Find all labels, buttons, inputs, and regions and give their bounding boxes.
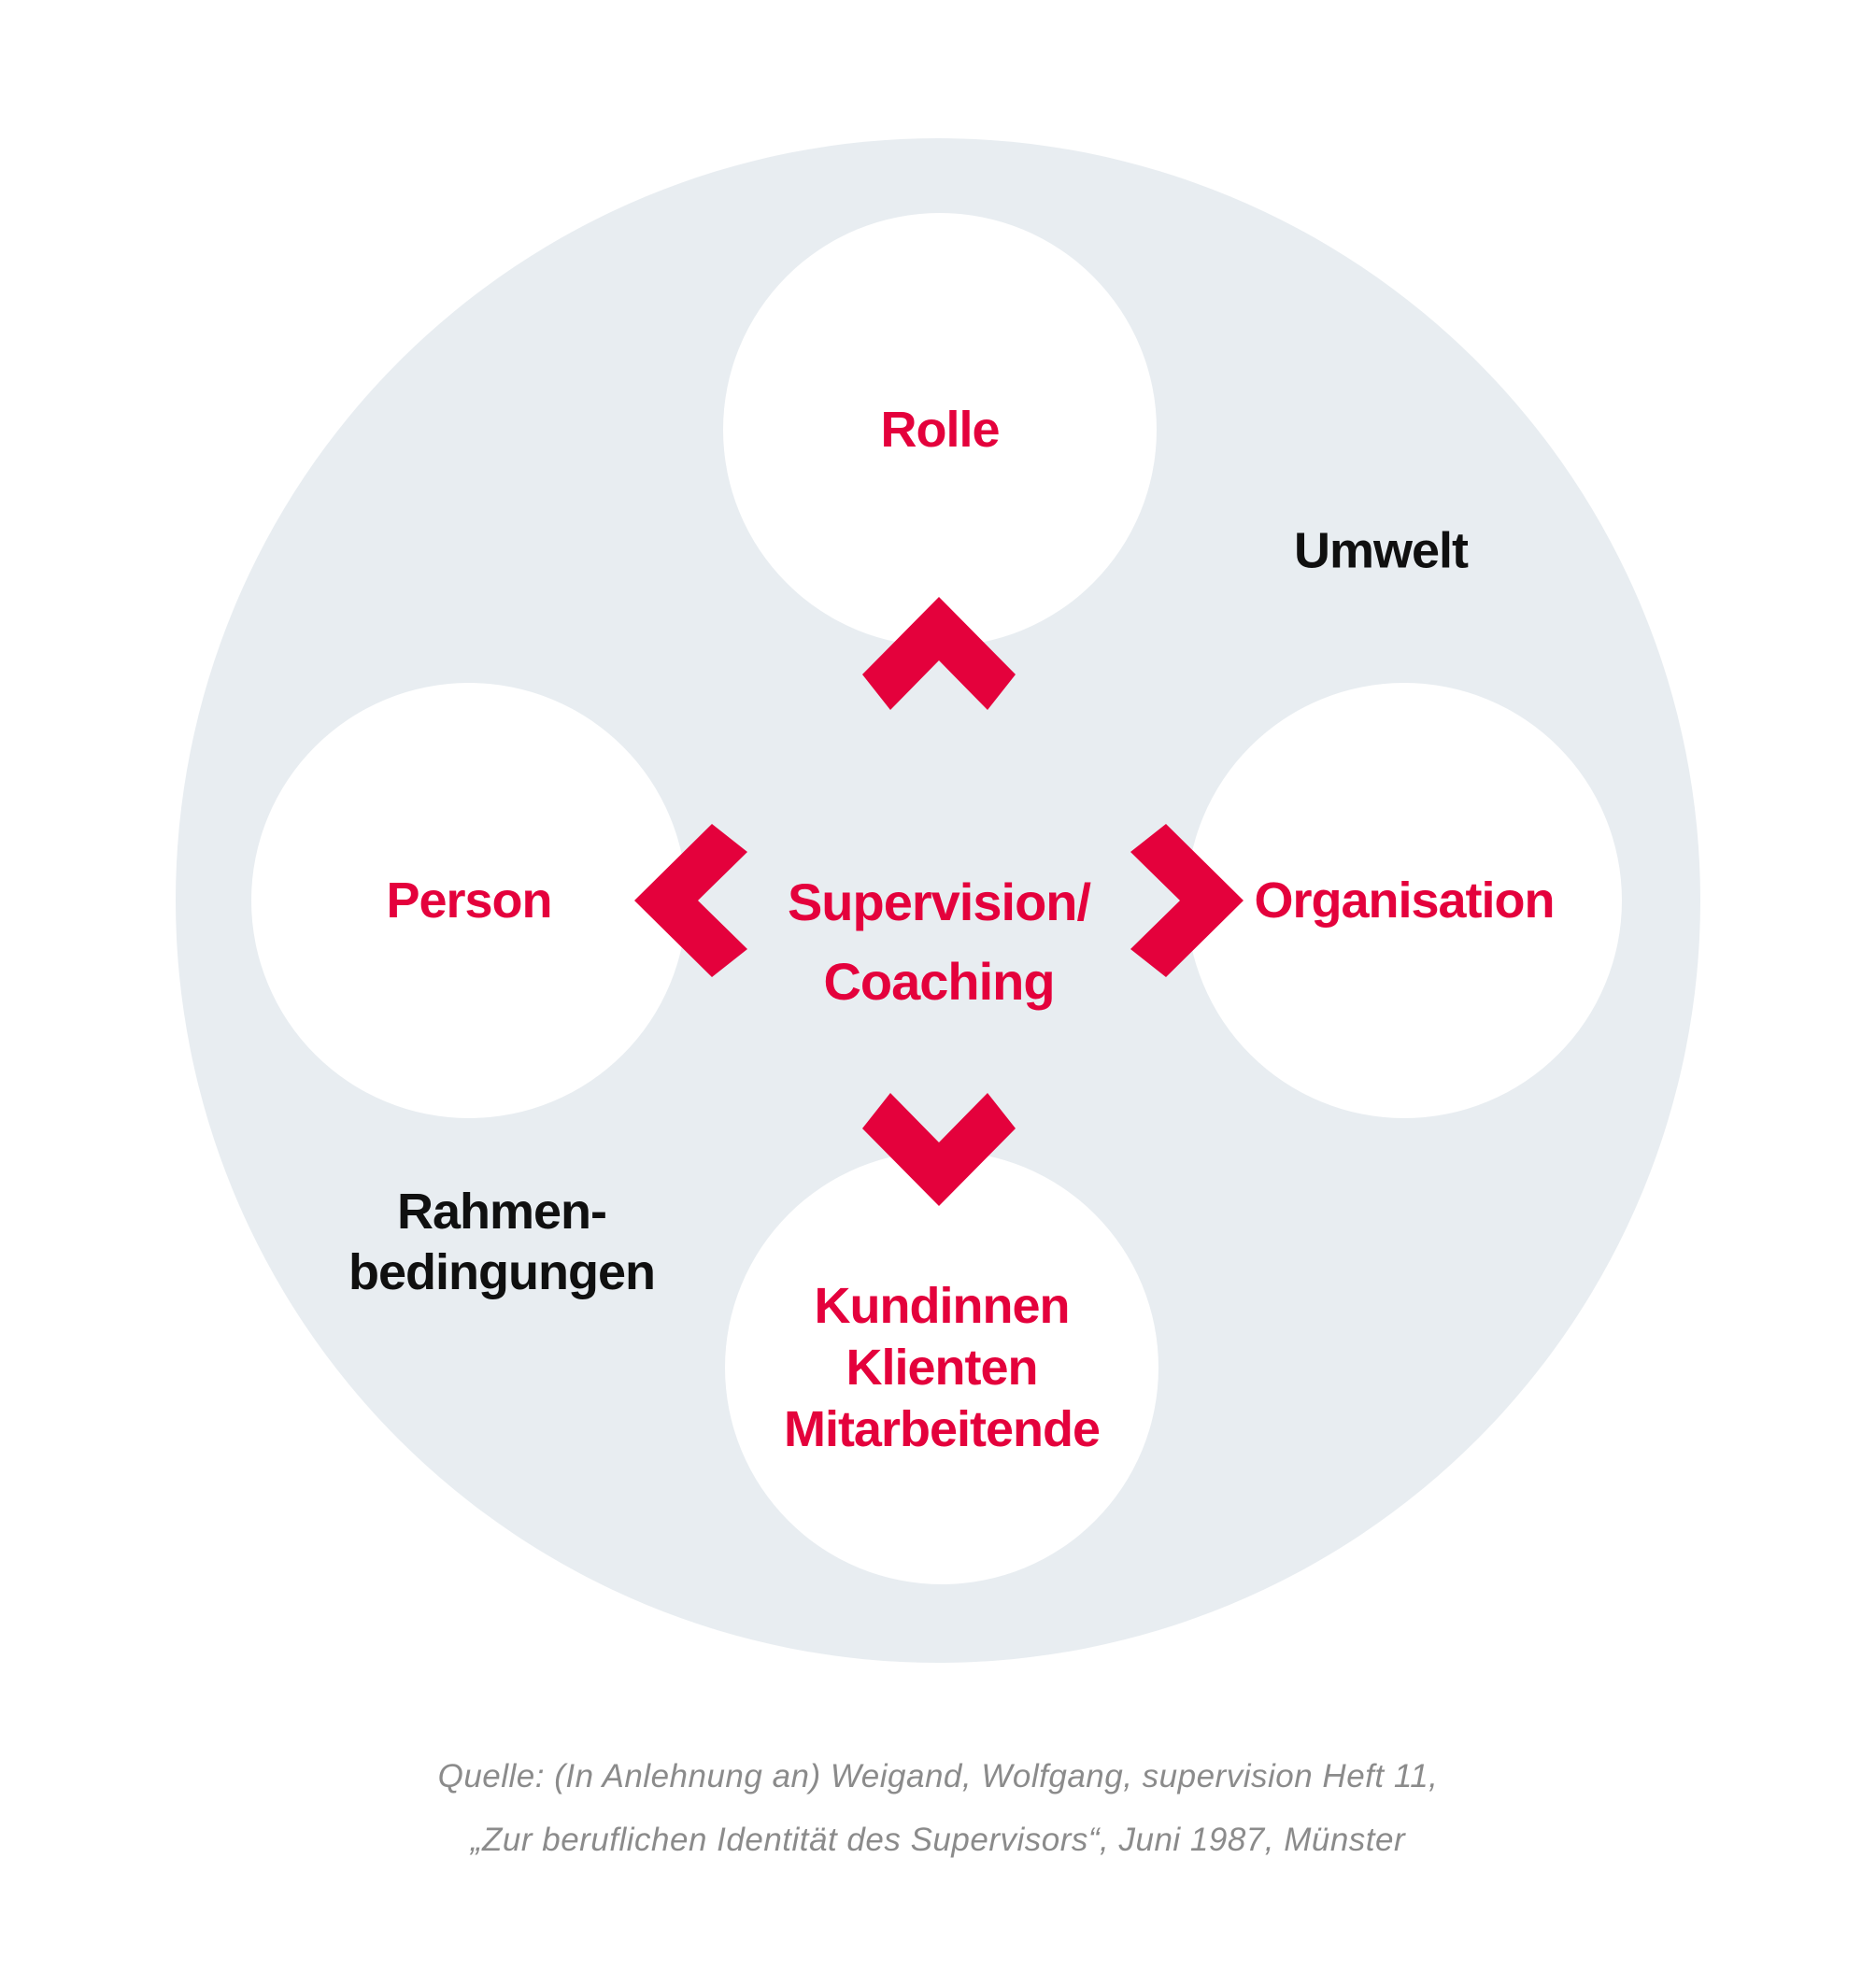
node-rolle: Rolle [723,213,1157,646]
center-label-line-1: Supervision/ [787,872,1091,931]
node-organisation: Organisation [1187,683,1622,1118]
source-line-1: Quelle: (In Anlehnung an) Weigand, Wolfg… [437,1758,1439,1794]
kunden-label-line-3: Mitarbeitende [783,1401,1101,1457]
kunden-label-line-2: Klienten [846,1340,1038,1396]
person-label: Person [386,872,552,929]
source-citation: Quelle: (In Anlehnung an) Weigand, Wolfg… [0,1745,1876,1872]
umwelt-label: Umwelt [1293,522,1469,579]
source-line-2: „Zur beruflichen Identität des Superviso… [470,1822,1406,1858]
chevron-down-icon [862,1093,1016,1206]
node-person: Person [251,683,687,1118]
node-kundinnen-klienten-mitarbeitende: Kundinnen Klienten Mitarbeitende [725,1151,1158,1584]
center-label-line-2: Coaching [823,952,1055,1011]
kunden-label-line-1: Kundinnen [814,1278,1071,1334]
chevron-up-icon [862,597,1016,710]
chevron-left-icon [634,824,747,977]
rahmen-label-line-2: bedingungen [348,1244,656,1300]
rahmen-label-line-1: Rahmen- [396,1184,607,1240]
kunden-label: Kundinnen Klienten Mitarbeitende [783,1275,1101,1460]
organisation-label: Organisation [1254,872,1555,929]
chevron-right-icon [1130,824,1244,977]
rolle-label: Rolle [880,402,1000,458]
supervision-coaching-label: Supervision/ Coaching [787,862,1091,1021]
rahmenbedingungen-label: Rahmen- bedingungen [348,1182,656,1303]
